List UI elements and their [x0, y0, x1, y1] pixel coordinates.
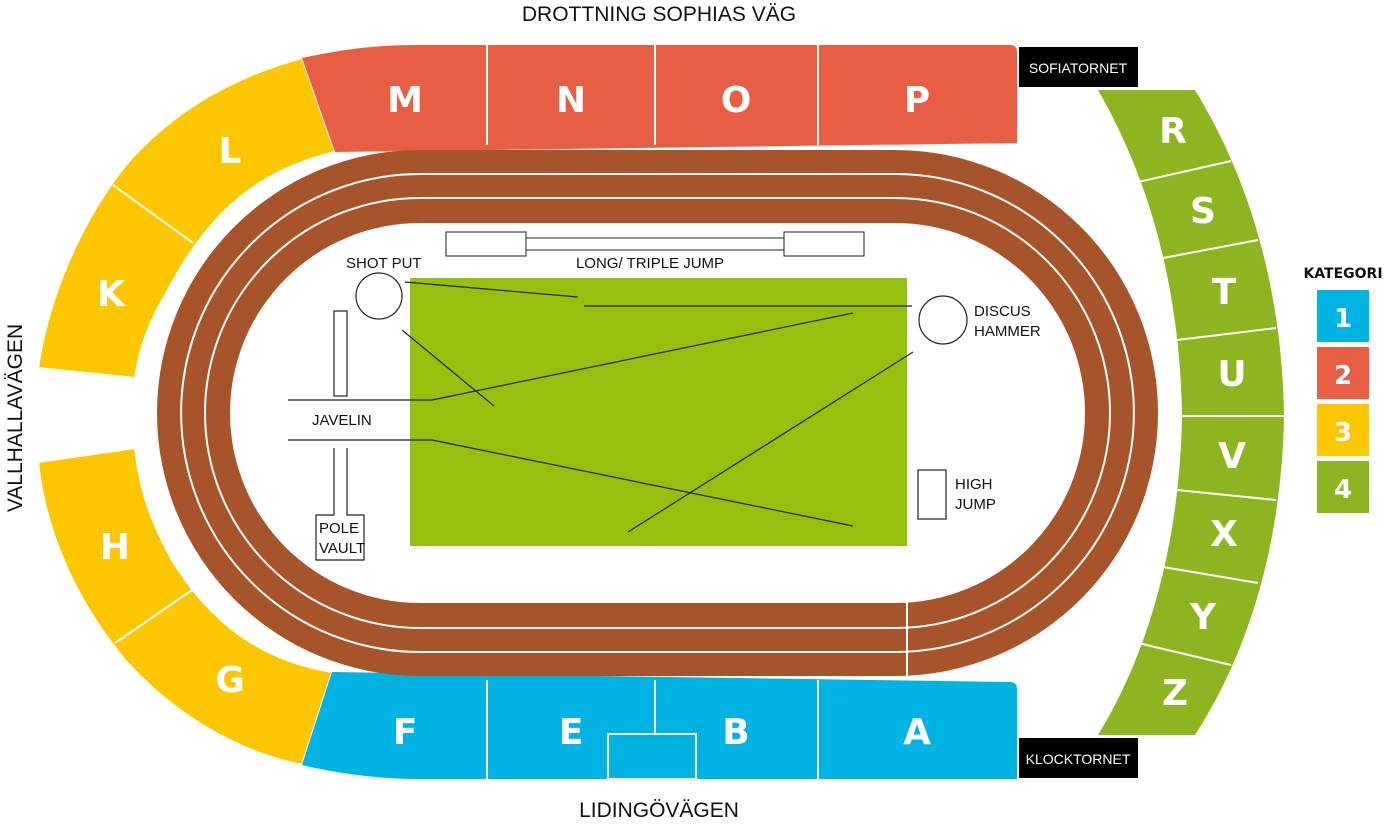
legend-label-3: 3: [1334, 418, 1352, 448]
field-lines: [288, 281, 914, 533]
west-stands: [36, 56, 337, 767]
section-S[interactable]: S: [1190, 191, 1216, 232]
pole-vault-runway: [315, 310, 365, 561]
section-label: T: [1212, 272, 1237, 313]
legend-label-4: 4: [1334, 475, 1352, 505]
street-south: LIDINGÖVÄGEN: [579, 799, 739, 822]
section-label: S: [1190, 191, 1216, 232]
section-U[interactable]: U: [1217, 354, 1246, 395]
section-label: F: [393, 712, 418, 753]
section-M[interactable]: M: [387, 80, 423, 121]
high-jump-label-1: HIGH: [955, 476, 993, 493]
section-label: X: [1210, 514, 1238, 555]
section-H[interactable]: H: [100, 527, 130, 568]
section-label: M: [387, 80, 423, 121]
tower-klocktornet: KLOCKTORNET: [1019, 738, 1138, 778]
category-legend: KATEGORI 1 2 3 4: [1303, 266, 1383, 513]
section-label: L: [219, 131, 242, 172]
tower-label-north: SOFIATORNET: [1029, 60, 1128, 76]
section-G[interactable]: G: [215, 660, 245, 701]
section-P[interactable]: P: [904, 80, 930, 121]
javelin-label: JAVELIN: [312, 412, 372, 429]
legend-label-1: 1: [1334, 304, 1352, 334]
tower-label-south: KLOCKTORNET: [1026, 751, 1131, 767]
section-A[interactable]: A: [903, 712, 931, 753]
section-label: G: [215, 660, 245, 701]
section-T[interactable]: T: [1212, 272, 1237, 313]
section-N[interactable]: N: [556, 80, 586, 121]
pole-vault-label-1: POLE: [319, 520, 359, 537]
infield-grass: [410, 278, 907, 546]
section-label: E: [559, 712, 584, 753]
section-label: K: [97, 274, 126, 315]
street-west: VALLHALLAVÄGEN: [4, 324, 27, 512]
section-label: N: [556, 80, 586, 121]
south-stands: [302, 672, 1017, 780]
section-F[interactable]: F: [393, 712, 418, 753]
legend-item-1: 1: [1317, 290, 1369, 342]
shot-put-label: SHOT PUT: [346, 255, 422, 272]
section-label: Y: [1189, 597, 1217, 638]
section-R[interactable]: R: [1159, 111, 1187, 152]
section-label: A: [903, 712, 931, 753]
hammer-label: HAMMER: [974, 323, 1041, 340]
legend-label-2: 2: [1334, 361, 1352, 391]
section-label: B: [722, 712, 749, 753]
discus-label: DISCUS: [974, 303, 1031, 320]
legend-swatch-4: [1317, 461, 1369, 513]
long-triple-jump-label: LONG/ TRIPLE JUMP: [576, 255, 724, 272]
section-X[interactable]: X: [1210, 514, 1238, 555]
legend-item-2: 2: [1317, 347, 1369, 399]
section-L[interactable]: L: [219, 131, 242, 172]
tower-sofiatornet: SOFIATORNET: [1019, 47, 1138, 87]
section-label: O: [721, 80, 752, 121]
east-stands: [1098, 90, 1284, 735]
section-O[interactable]: O: [721, 80, 752, 121]
section-B[interactable]: B: [722, 712, 749, 753]
legend-title: KATEGORI: [1303, 266, 1382, 282]
legend-swatch-3: [1317, 404, 1369, 456]
section-label: R: [1159, 111, 1187, 152]
north-stands: [302, 45, 1017, 152]
section-V[interactable]: V: [1218, 436, 1246, 477]
legend-item-3: 3: [1317, 404, 1369, 456]
section-label: P: [904, 80, 930, 121]
section-label: H: [100, 527, 130, 568]
section-label: V: [1218, 436, 1246, 477]
section-E[interactable]: E: [559, 712, 584, 753]
legend-item-4: 4: [1317, 461, 1369, 513]
high-jump-mat: [917, 469, 947, 520]
pole-vault-label-2: VAULT: [319, 540, 365, 557]
legend-swatch-1: [1317, 290, 1369, 342]
section-Y[interactable]: Y: [1189, 597, 1217, 638]
long-jump-pit: [445, 231, 865, 257]
high-jump-label-2: JUMP: [955, 496, 996, 513]
section-label: U: [1217, 354, 1246, 395]
street-north: DROTTNING SOPHIAS VÄG: [522, 3, 796, 26]
section-Z[interactable]: Z: [1162, 673, 1188, 714]
legend-swatch-2: [1317, 347, 1369, 399]
section-K[interactable]: K: [97, 274, 126, 315]
section-label: Z: [1162, 673, 1188, 714]
shot-put-circle: [355, 272, 403, 320]
discus-circle: [918, 295, 968, 345]
